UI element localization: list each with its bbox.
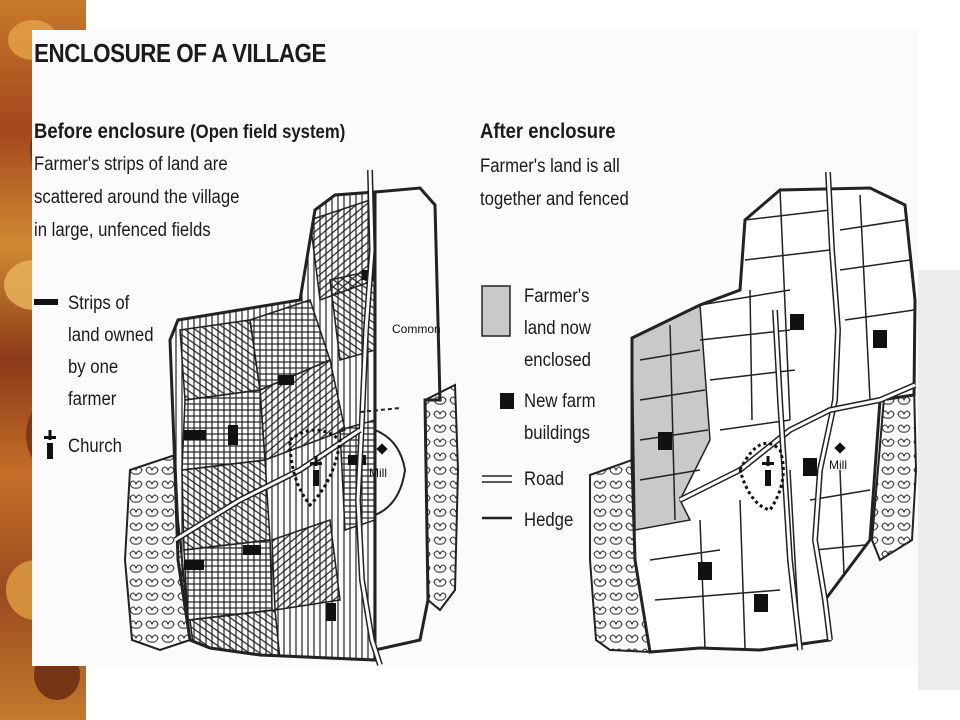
mill-label: Mill <box>829 458 847 472</box>
mill-icon <box>834 442 846 454</box>
enclosed-fields <box>632 188 915 652</box>
enclosed-legend-label: land now <box>524 318 591 339</box>
farmer-strip <box>184 430 206 440</box>
strip-legend-symbol <box>34 299 58 305</box>
strips-legend-label: by one <box>68 357 119 378</box>
road-legend-symbol <box>482 475 512 483</box>
enclosed-legend-label: Farmer's <box>524 286 590 307</box>
before-enclosure-map <box>123 169 460 666</box>
buildings-legend-label: New farm <box>524 391 596 412</box>
decorative-right-panel <box>918 270 960 690</box>
farm-building-icon <box>790 314 804 330</box>
hedge-legend-label: Hedge <box>524 510 574 531</box>
road-center <box>773 309 802 651</box>
common-land-boundary <box>374 186 442 652</box>
strips-legend-label: farmer <box>68 389 117 410</box>
farm-building-legend-icon <box>500 393 514 409</box>
farmer-strip <box>243 545 261 555</box>
village-boundary-dotted <box>738 441 785 512</box>
before-heading-main: Before enclosure <box>34 120 185 143</box>
after-heading: After enclosure <box>480 120 616 143</box>
before-description-line: Farmer's strips of land are <box>34 154 228 175</box>
woodland-area <box>423 383 460 612</box>
after-enclosure-map <box>589 171 918 654</box>
farm-building-icon <box>698 562 712 580</box>
church-legend-label: Church <box>68 436 122 457</box>
hedge-lines <box>639 189 915 651</box>
church-icon <box>310 456 322 486</box>
before-heading-paren: (Open field system) <box>190 122 346 143</box>
after-description-line: together and fenced <box>480 189 629 210</box>
mill-stream <box>374 429 407 516</box>
farmer-strip <box>228 425 238 445</box>
farm-building-icon <box>754 594 768 612</box>
before-heading: Before enclosure (Open field system) <box>34 120 345 144</box>
diagram-title: ENCLOSURE OF A VILLAGE <box>34 38 326 68</box>
common-label: Common <box>392 322 441 336</box>
road-center <box>813 171 840 641</box>
before-description-line: scattered around the village <box>34 187 240 208</box>
village-boundary <box>168 190 377 662</box>
village-boundary-dotted <box>288 428 342 508</box>
road-legend-label: Road <box>524 469 564 490</box>
farmer-strip <box>278 375 294 385</box>
farm-building-icon <box>658 432 672 450</box>
road-center <box>174 428 361 542</box>
farm-building-icon <box>873 330 887 348</box>
farmer-strip <box>184 560 204 570</box>
church-icon <box>762 456 774 486</box>
mill-label: Mill <box>369 466 387 480</box>
after-description-line: Farmer's land is all <box>480 156 620 177</box>
strips-legend-label: land owned <box>68 325 154 346</box>
enclosed-legend-symbol <box>481 285 511 337</box>
road-center <box>356 169 382 666</box>
church-legend-icon <box>44 430 56 459</box>
before-description-line: in large, unfenced fields <box>34 220 211 241</box>
buildings-legend-label: buildings <box>524 423 590 444</box>
strips-legend-label: Strips of <box>68 293 130 314</box>
road-center <box>679 383 916 502</box>
farmer-strip <box>326 603 336 621</box>
enclosed-legend-label: enclosed <box>524 350 591 371</box>
farm-building-icon <box>803 458 817 476</box>
mill-icon <box>376 443 388 455</box>
